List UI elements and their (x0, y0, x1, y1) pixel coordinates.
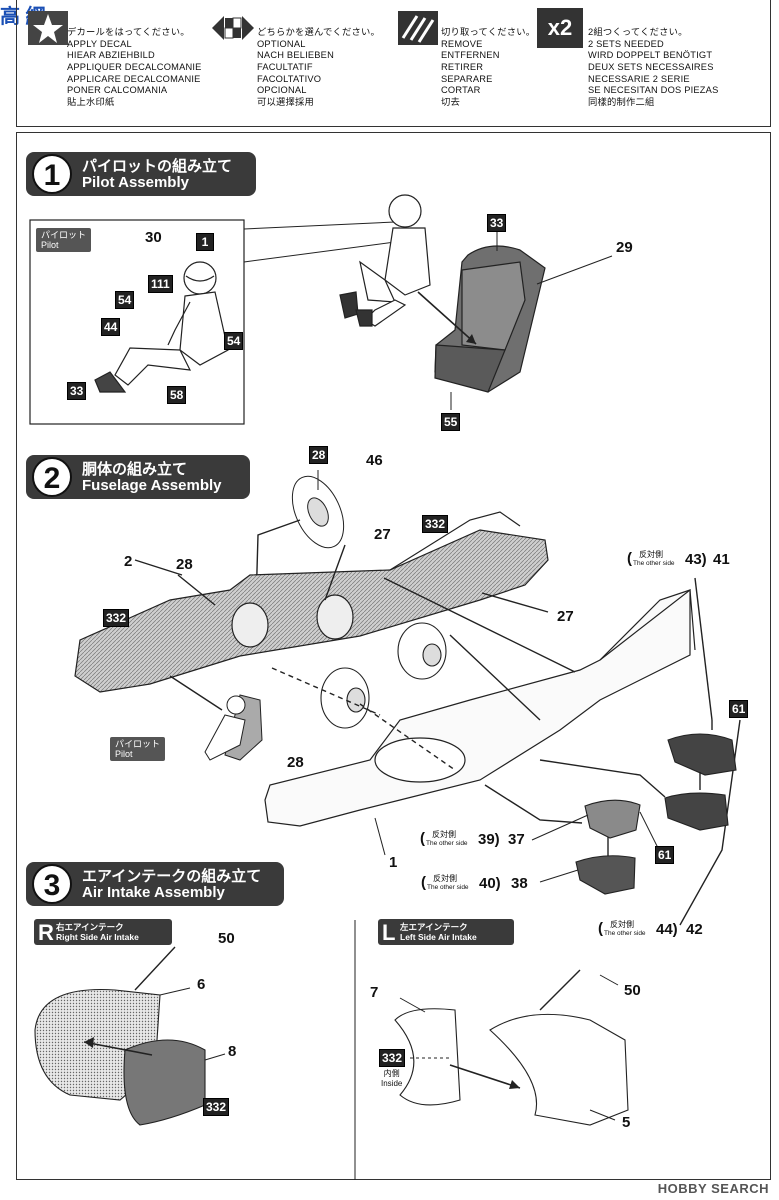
leader-29 (536, 255, 613, 285)
color-box-61b: 61 (655, 846, 675, 864)
part-6: 6 (197, 976, 206, 993)
color-box-44: 44 (101, 318, 121, 336)
decal-star-icon (25, 8, 71, 48)
part-8: 8 (228, 1043, 237, 1060)
step-1-header: 1 パイロットの組み立て Pilot Assembly (26, 152, 256, 196)
remove-cut-icon (395, 8, 441, 48)
right-intake-label: R 右エアインテーク Right Side Air Intake (34, 919, 172, 945)
wheel-27 (397, 622, 447, 680)
step-title-jp: 胴体の組み立て (82, 461, 188, 478)
color-box-58: 58 (167, 386, 187, 404)
wheel-28 (320, 667, 370, 729)
pilot-figure (339, 194, 431, 327)
color-box-1: 1 (196, 233, 214, 251)
intake-61-top (664, 733, 737, 831)
pilot-in-seat-small (204, 694, 263, 761)
pilot-detail-box (29, 219, 245, 425)
color-box-332b: 332 (103, 609, 130, 627)
part-28b: 28 (287, 754, 304, 771)
step-title-jp: パイロットの組み立て (82, 158, 233, 175)
step-number: 3 (32, 864, 72, 904)
part-7: 7 (370, 984, 379, 1001)
x2-icon: x2 (537, 8, 583, 48)
color-box-111: 111 (148, 275, 173, 293)
color-box-332d: 332 (379, 1049, 406, 1067)
part-1: 1 (389, 854, 398, 871)
part-30: 30 (145, 229, 162, 246)
color-box-332c: 332 (203, 1098, 230, 1116)
part-2: 2 (124, 553, 133, 570)
step-number: 1 (32, 154, 72, 194)
color-box-332a: 332 (422, 515, 449, 533)
part-50b: 50 (624, 982, 641, 999)
step-title-en: Pilot Assembly (82, 174, 189, 191)
instruction-frame (16, 132, 771, 1180)
color-box-33b: 33 (487, 214, 507, 232)
leader-37 (531, 814, 589, 841)
part-28a: 28 (176, 556, 193, 573)
color-box-54a: 54 (115, 291, 135, 309)
step-title-en: Air Intake Assembly (82, 884, 225, 901)
color-box-61a: 61 (729, 700, 749, 718)
part-46: 46 (366, 452, 383, 469)
detail-callout-line-bottom (243, 241, 396, 263)
right-air-intake (34, 988, 206, 1126)
color-box-55: 55 (441, 413, 461, 431)
fuselage-half-2 (74, 511, 549, 693)
wheel-46 (291, 475, 345, 549)
left-air-intake (394, 1008, 629, 1126)
color-box-54b: 54 (224, 332, 244, 350)
step-number: 2 (32, 457, 72, 497)
part-27b: 27 (557, 608, 574, 625)
watermark: HOBBY SEARCH (657, 1181, 769, 1196)
color-box-28: 28 (309, 446, 329, 464)
color-box-33a: 33 (67, 382, 87, 400)
step-title-en: Fuselage Assembly (82, 477, 222, 494)
step-3-header: 3 エアインテークの組み立て Air Intake Assembly (26, 862, 284, 906)
ejection-seat (434, 245, 546, 393)
optional-checker-icon (210, 8, 256, 48)
detail-callout-line-top (243, 221, 396, 230)
pilot-detail-figure (94, 261, 229, 393)
part-50a: 50 (218, 930, 235, 947)
leader-38 (539, 869, 579, 883)
arrow-pilot-to-seat (417, 291, 477, 345)
part-5: 5 (622, 1114, 631, 1131)
step-title-jp: エアインテークの組み立て (82, 868, 262, 885)
fuselage-body-1 (264, 588, 696, 827)
intake-61-bottom (575, 799, 641, 895)
step-2-header: 2 胴体の組み立て Fuselage Assembly (26, 455, 250, 499)
part-29: 29 (616, 239, 633, 256)
part-27a: 27 (374, 526, 391, 543)
left-intake-label: L 左エアインテーク Left Side Air Intake (378, 919, 514, 945)
